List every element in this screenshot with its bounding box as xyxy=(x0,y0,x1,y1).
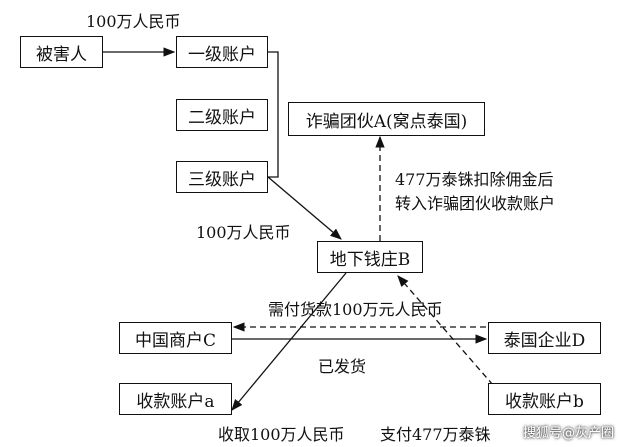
node-level3-label: 三级账户 xyxy=(188,169,256,190)
label-payable: 需付货款100万元人民币 xyxy=(268,300,443,319)
label-victim-transfer: 100万人民币 xyxy=(86,12,181,31)
link-level1-level3 xyxy=(267,51,279,178)
node-china-merchant: 中国商户C xyxy=(119,322,232,354)
node-china-merchant-label: 中国商户C xyxy=(134,330,216,351)
node-thai-company-label: 泰国企业D xyxy=(503,330,586,351)
node-level1-label: 一级账户 xyxy=(188,44,256,65)
node-fraud-gang: 诈骗团伙A(窝点泰国) xyxy=(288,102,485,136)
node-underground-bank-label: 地下钱庄B xyxy=(329,249,411,270)
node-receiving-account-a: 收款账户a xyxy=(119,383,232,415)
label-shipped: 已发货 xyxy=(318,357,367,376)
node-fraud-gang-label: 诈骗团伙A(窝点泰国) xyxy=(305,111,468,132)
node-victim-label: 被害人 xyxy=(36,44,87,65)
label-receive: 收取100万人民币 xyxy=(218,425,345,444)
node-receiving-account-b-label: 收款账户b xyxy=(505,391,584,412)
label-forward-line1: 477万泰铢扣除佣金后 xyxy=(395,170,554,189)
node-level1-account: 一级账户 xyxy=(176,36,268,68)
node-level3-account: 三级账户 xyxy=(176,161,268,193)
arrow-bank-to-recv-a xyxy=(231,272,347,411)
node-victim: 被害人 xyxy=(20,36,103,68)
arrow-recv-b-to-bank xyxy=(397,275,494,386)
node-level2-label: 二级账户 xyxy=(188,107,256,128)
label-forward-line2: 转入诈骗团伙收款账户 xyxy=(395,194,556,213)
node-underground-bank: 地下钱庄B xyxy=(317,241,423,273)
label-to-bank: 100万人民币 xyxy=(196,223,291,242)
node-level2-account: 二级账户 xyxy=(176,99,268,131)
node-thai-company: 泰国企业D xyxy=(488,322,601,354)
node-receiving-account-a-label: 收款账户a xyxy=(136,391,215,412)
arrow-level3-to-bank xyxy=(267,176,342,240)
label-pay: 支付477万泰铢 xyxy=(380,425,491,444)
node-receiving-account-b: 收款账户b xyxy=(488,383,601,415)
watermark: 搜狐号@灰产圈 xyxy=(522,426,614,441)
